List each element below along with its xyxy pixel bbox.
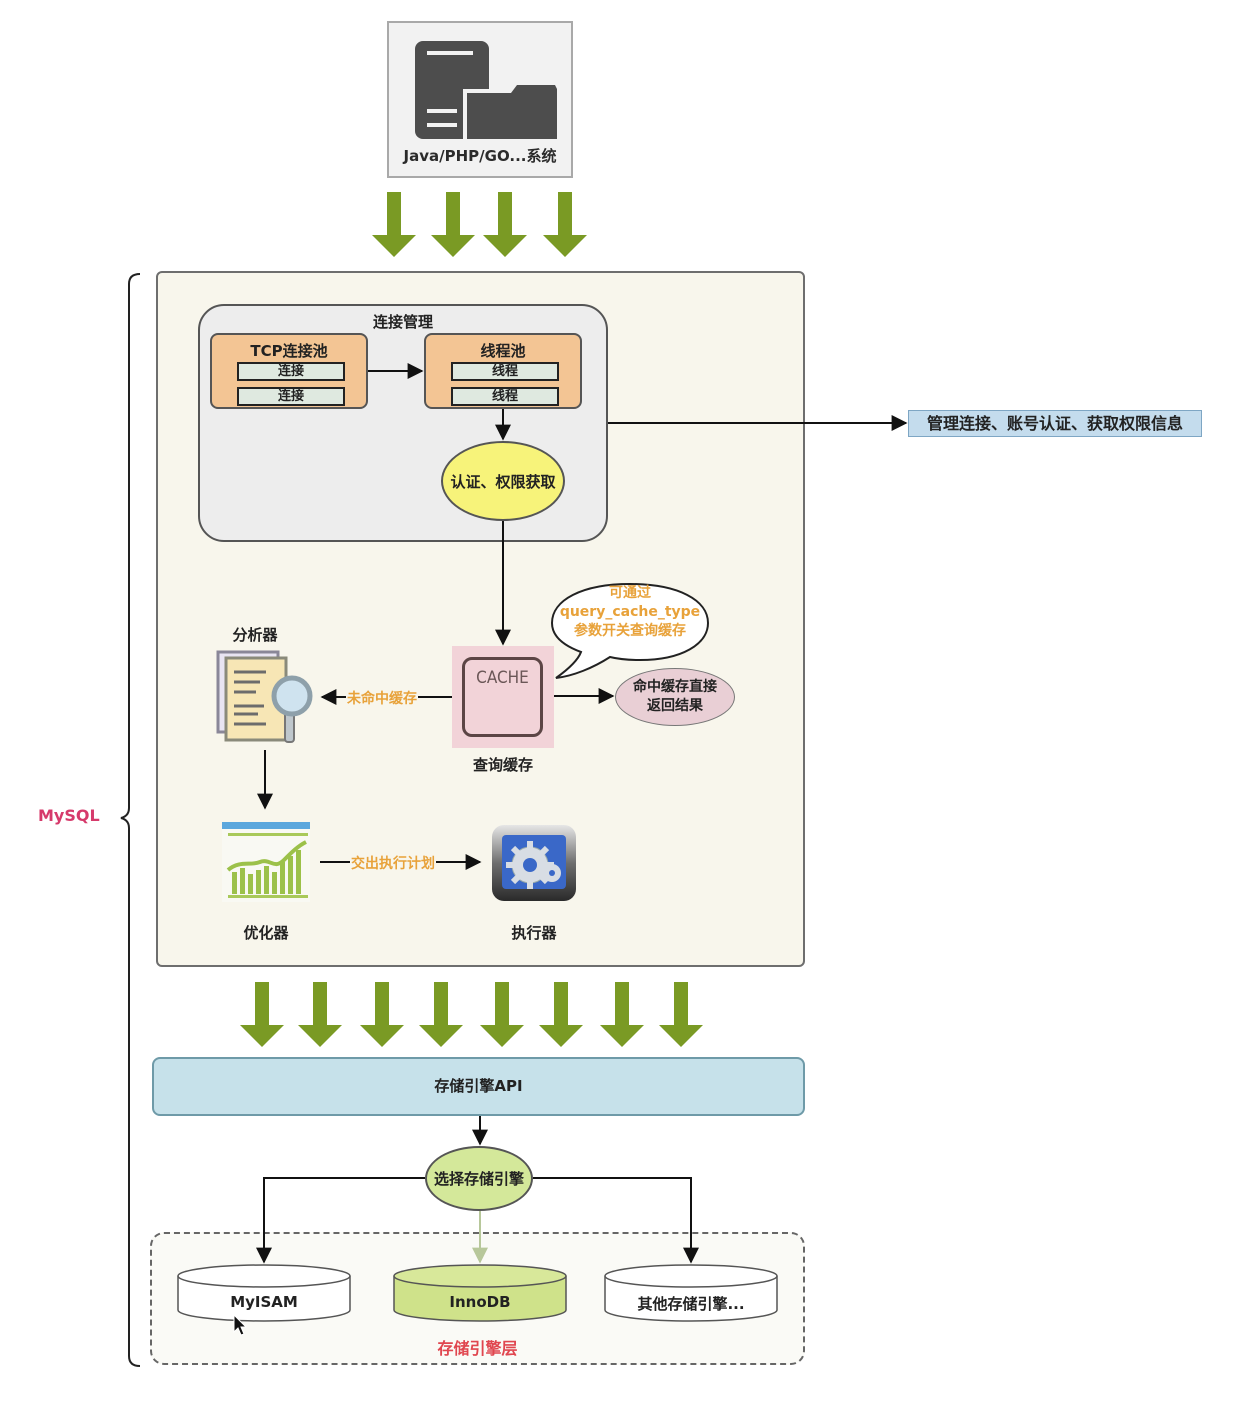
green-down-arrow — [600, 982, 644, 1047]
storage-engine-api: 存储引擎API — [152, 1057, 805, 1116]
connection-slot: 连接 — [237, 387, 345, 406]
green-down-arrow — [298, 982, 342, 1047]
myisam-cylinder — [177, 1264, 351, 1322]
thread-slot: 线程 — [451, 387, 559, 406]
gear-icon — [492, 825, 576, 901]
cache-miss-label-overlay: 未命中缓存 — [346, 688, 418, 708]
green-down-arrow — [419, 982, 463, 1047]
callout-line: query_cache_type — [559, 604, 701, 620]
green-down-arrow — [659, 982, 703, 1047]
client-system-label: Java/PHP/GO...系统 — [403, 147, 557, 165]
green-down-arrow — [539, 982, 583, 1047]
green-down-arrow — [543, 192, 587, 257]
mysql-bracket — [120, 273, 141, 1367]
thread-pool-title: 线程池 — [480, 342, 526, 360]
connection-side-note: 管理连接、账号认证、获取权限信息 — [908, 410, 1202, 437]
parser-label: 分析器 — [232, 626, 278, 644]
other-engine-cylinder — [604, 1264, 778, 1322]
callout-line: 可通过 — [609, 585, 651, 601]
thread-slot: 线程 — [451, 362, 559, 381]
callout-text: 可通过 query_cache_type 参数开关查询缓存 — [552, 584, 708, 641]
mysql-label: MySQL — [38, 806, 100, 825]
green-down-arrow — [480, 982, 524, 1047]
engine-other: 其他存储引擎... — [637, 1295, 745, 1313]
cache-hit-line: 命中缓存直接 — [633, 679, 717, 695]
storage-engine-layer-label: 存储引擎层 — [437, 1339, 518, 1358]
connection-slot: 连接 — [237, 362, 345, 381]
speech-bubble — [550, 582, 710, 679]
engine-myisam: MyISAM — [230, 1293, 298, 1311]
cache-box: CACHE — [462, 657, 543, 737]
optimizer-label: 优化器 — [243, 924, 289, 942]
plan-label-overlay: 交出执行计划 — [350, 853, 436, 873]
tcp-connection-pool: TCP连接池 连接 连接 — [210, 333, 368, 409]
engine-innodb: InnoDB — [449, 1293, 511, 1311]
document-magnifier-icon — [216, 650, 313, 743]
tcp-pool-title: TCP连接池 — [250, 342, 328, 360]
thread-pool: 线程池 线程 线程 — [424, 333, 582, 409]
callout-line: 参数开关查询缓存 — [574, 623, 686, 639]
query-cache-label: 查询缓存 — [472, 756, 533, 774]
connection-management-title: 连接管理 — [372, 313, 433, 331]
cache-hit-result: 命中缓存直接 返回结果 — [615, 668, 735, 726]
server-folder-icon — [415, 41, 557, 141]
cache-hit-line: 返回结果 — [647, 698, 703, 714]
auth-permission-node: 认证、权限获取 — [441, 441, 565, 521]
green-down-arrow — [483, 192, 527, 257]
select-engine-node: 选择存储引擎 — [425, 1146, 533, 1211]
executor-label: 执行器 — [511, 924, 557, 942]
green-down-arrow — [240, 982, 284, 1047]
mouse-cursor-icon — [233, 1314, 248, 1336]
green-down-arrow — [372, 192, 416, 257]
green-down-arrow — [360, 982, 404, 1047]
innodb-cylinder — [393, 1264, 567, 1322]
client-system-box: Java/PHP/GO...系统 — [387, 21, 573, 178]
chart-growth-icon — [222, 822, 310, 902]
green-down-arrow — [431, 192, 475, 257]
